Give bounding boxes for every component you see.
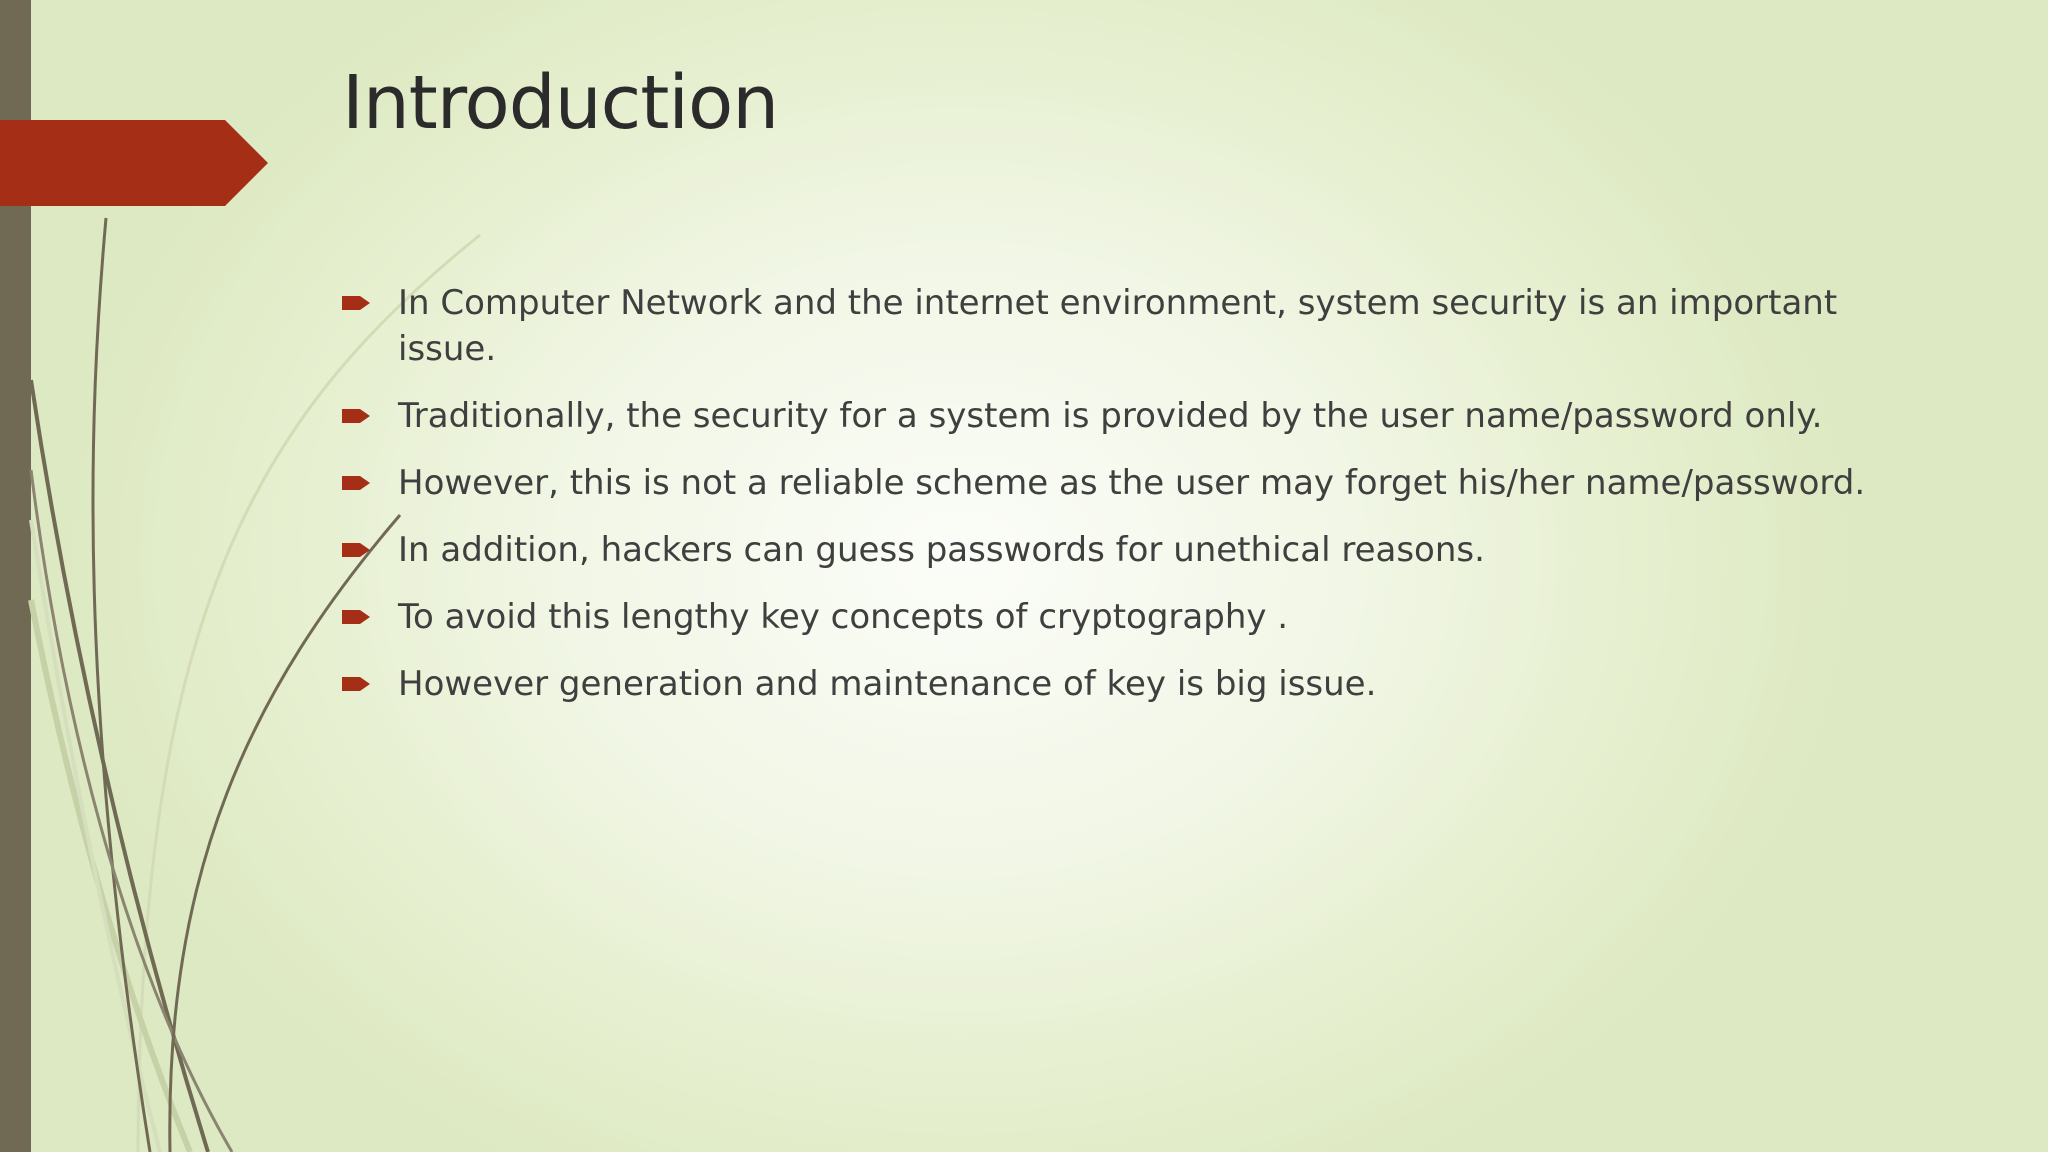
list-item: In Computer Network and the internet env… [342, 280, 1902, 372]
list-item: In addition, hackers can guess passwords… [342, 527, 1902, 573]
bullet-text: In addition, hackers can guess passwords… [398, 530, 1485, 570]
bullet-text: Traditionally, the security for a system… [398, 396, 1823, 436]
list-item: To avoid this lengthy key concepts of cr… [342, 594, 1902, 640]
title-arrow-banner [0, 120, 268, 206]
list-item: However generation and maintenance of ke… [342, 661, 1902, 707]
arrow-bullet-icon [342, 476, 370, 490]
arrow-bullet-icon [342, 296, 370, 310]
bullet-text: However, this is not a reliable scheme a… [398, 463, 1866, 503]
arrow-bullet-icon [342, 677, 370, 691]
arrow-bullet-icon [342, 409, 370, 423]
slide-title: Introduction [342, 60, 779, 146]
arrow-bullet-icon [342, 543, 370, 557]
list-item: However, this is not a reliable scheme a… [342, 460, 1902, 506]
bullet-list: In Computer Network and the internet env… [342, 280, 1902, 728]
bullet-text: However generation and maintenance of ke… [398, 664, 1377, 704]
bullet-text: To avoid this lengthy key concepts of cr… [398, 597, 1289, 637]
bullet-text: In Computer Network and the internet env… [398, 283, 1838, 369]
list-item: Traditionally, the security for a system… [342, 393, 1902, 439]
arrow-bullet-icon [342, 610, 370, 624]
